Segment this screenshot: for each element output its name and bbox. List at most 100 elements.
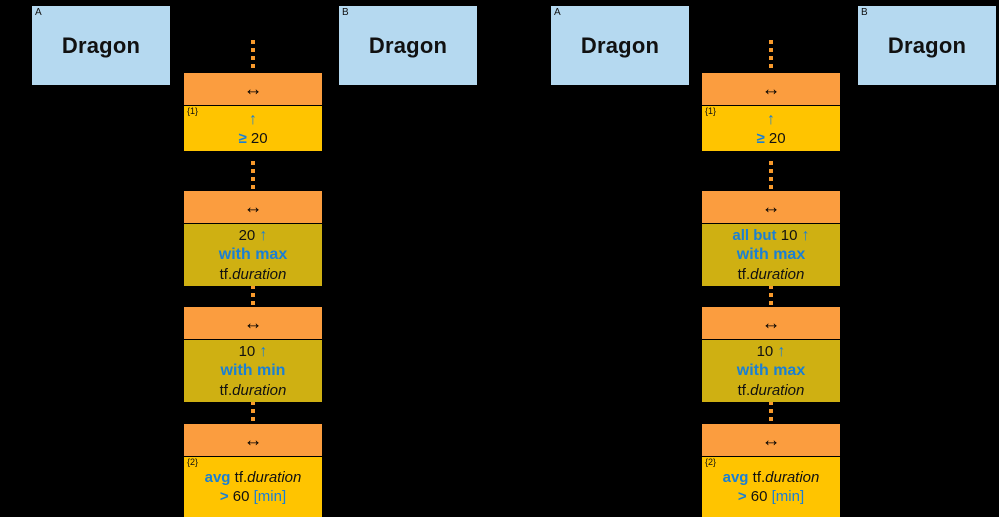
text-token: >	[737, 488, 747, 505]
block-text-line: with max	[219, 245, 287, 265]
pattern-block-right-b3[interactable]: ↔ 10 ↑ with max tf.duration	[701, 306, 841, 402]
connector-dotted-line	[251, 401, 255, 423]
up-arrow-icon: ↑	[801, 227, 810, 244]
text-token: with max	[736, 362, 806, 379]
text-token: 60	[228, 488, 254, 505]
connector-dotted-line	[251, 285, 255, 306]
block-text-line: tf.duration	[738, 381, 805, 400]
text-token: 10	[756, 343, 778, 360]
block-body[interactable]: {1}↑≥ 20	[702, 106, 840, 151]
up-arrow-icon: ↑	[259, 227, 268, 244]
block-body[interactable]: {2} avg tf.duration> 60 [min]	[184, 457, 322, 517]
block-tag: {2}	[705, 457, 717, 467]
block-text-line: > 60 [min]	[220, 487, 286, 506]
block-text-line: ≥ 20	[756, 129, 785, 148]
entity-name: Dragon	[887, 32, 967, 58]
bidirectional-arrow-icon: ↔	[243, 312, 263, 334]
text-token: duration	[247, 469, 302, 486]
entity-box-left-a[interactable]: A Dragon	[31, 5, 171, 86]
block-header[interactable]: ↔	[702, 191, 840, 224]
block-body[interactable]: {1} ↑≥ 20	[184, 106, 322, 151]
block-tag: {2}	[187, 457, 199, 467]
block-header[interactable]: ↔	[702, 73, 840, 106]
block-text-line: tf.duration	[220, 265, 287, 284]
bidirectional-arrow-icon: ↔	[243, 78, 263, 100]
text-token: 60	[746, 488, 772, 505]
entity-name: Dragon	[368, 32, 448, 58]
bidirectional-arrow-icon: ↔	[761, 78, 781, 100]
text-token: with max	[736, 246, 806, 263]
bidirectional-arrow-icon: ↔	[761, 429, 781, 451]
text-token: >	[219, 488, 229, 505]
entity-corner-label: B	[342, 7, 349, 18]
block-body[interactable]: 20 ↑ with max tf.duration	[184, 224, 322, 286]
entity-name: Dragon	[580, 32, 660, 58]
text-token: duration	[765, 469, 820, 486]
up-arrow-icon: ↑	[249, 110, 257, 128]
block-text-line: avg tf.duration	[205, 468, 302, 487]
text-token: ≥	[756, 129, 765, 147]
entity-corner-label: B	[861, 7, 868, 18]
block-header[interactable]: ↔	[702, 307, 840, 340]
connector-dotted-line	[769, 161, 773, 190]
block-text-line: 10 ↑	[239, 342, 268, 361]
text-token: avg	[722, 469, 749, 486]
block-text-line: avg tf.duration	[723, 468, 820, 487]
connector-dotted-line	[769, 401, 773, 423]
text-token: tf.	[230, 469, 248, 486]
entity-name: Dragon	[61, 32, 141, 58]
bidirectional-arrow-icon: ↔	[243, 196, 263, 218]
block-text-line: with max	[737, 361, 805, 381]
pattern-block-right-b4[interactable]: ↔ {2} avg tf.duration> 60 [min]	[701, 423, 841, 517]
text-token: duration	[750, 382, 805, 399]
text-token: tf.	[737, 382, 751, 399]
text-token: all but	[732, 227, 777, 244]
entity-corner-label: A	[35, 7, 42, 18]
entity-box-right-b[interactable]: B Dragon	[857, 5, 997, 86]
connector-dotted-line	[769, 285, 773, 306]
block-header[interactable]: ↔	[184, 307, 322, 340]
entity-corner-label: A	[554, 7, 561, 18]
text-token: [min]	[253, 488, 287, 505]
block-tag: {1}	[187, 106, 199, 116]
entity-box-right-a[interactable]: A Dragon	[550, 5, 690, 86]
bidirectional-arrow-icon: ↔	[761, 196, 781, 218]
block-text-line: with min	[221, 361, 286, 381]
block-header[interactable]: ↔	[184, 73, 322, 106]
text-token: 20	[764, 129, 786, 147]
text-token: duration	[750, 266, 805, 283]
text-token: 20	[238, 227, 260, 244]
entity-box-left-b[interactable]: B Dragon	[338, 5, 478, 86]
block-text-line: with max	[737, 245, 805, 265]
text-token: 20	[246, 129, 268, 147]
text-token: 10	[776, 227, 802, 244]
pattern-block-left-b4[interactable]: ↔{2} avg tf.duration> 60 [min]	[183, 423, 323, 517]
connector-dotted-line	[251, 40, 255, 72]
pattern-block-left-b1[interactable]: ↔ {1} ↑≥ 20	[183, 72, 323, 151]
up-arrow-icon: ↑	[777, 343, 786, 360]
pattern-block-right-b1[interactable]: ↔ {1}↑≥ 20	[701, 72, 841, 151]
block-text-line: tf.duration	[738, 265, 805, 284]
block-text-line: ↑	[249, 110, 257, 129]
text-token: tf.	[737, 266, 751, 283]
up-arrow-icon: ↑	[259, 343, 268, 360]
block-text-line: all but 10 ↑	[732, 226, 809, 245]
block-body[interactable]: 10 ↑ with max tf.duration	[702, 340, 840, 402]
text-token: with max	[218, 246, 288, 263]
block-text-line: ≥ 20	[238, 129, 267, 148]
block-text-line: > 60 [min]	[738, 487, 804, 506]
text-token: tf.	[219, 266, 233, 283]
block-header[interactable]: ↔	[184, 191, 322, 224]
bidirectional-arrow-icon: ↔	[761, 312, 781, 334]
pattern-block-left-b2[interactable]: ↔ 20 ↑ with max tf.duration	[183, 190, 323, 286]
block-body[interactable]: {2} avg tf.duration> 60 [min]	[702, 457, 840, 517]
block-header[interactable]: ↔	[702, 424, 840, 457]
block-header[interactable]: ↔	[184, 424, 322, 457]
text-token: tf.	[219, 382, 233, 399]
block-tag: {1}	[705, 106, 717, 116]
